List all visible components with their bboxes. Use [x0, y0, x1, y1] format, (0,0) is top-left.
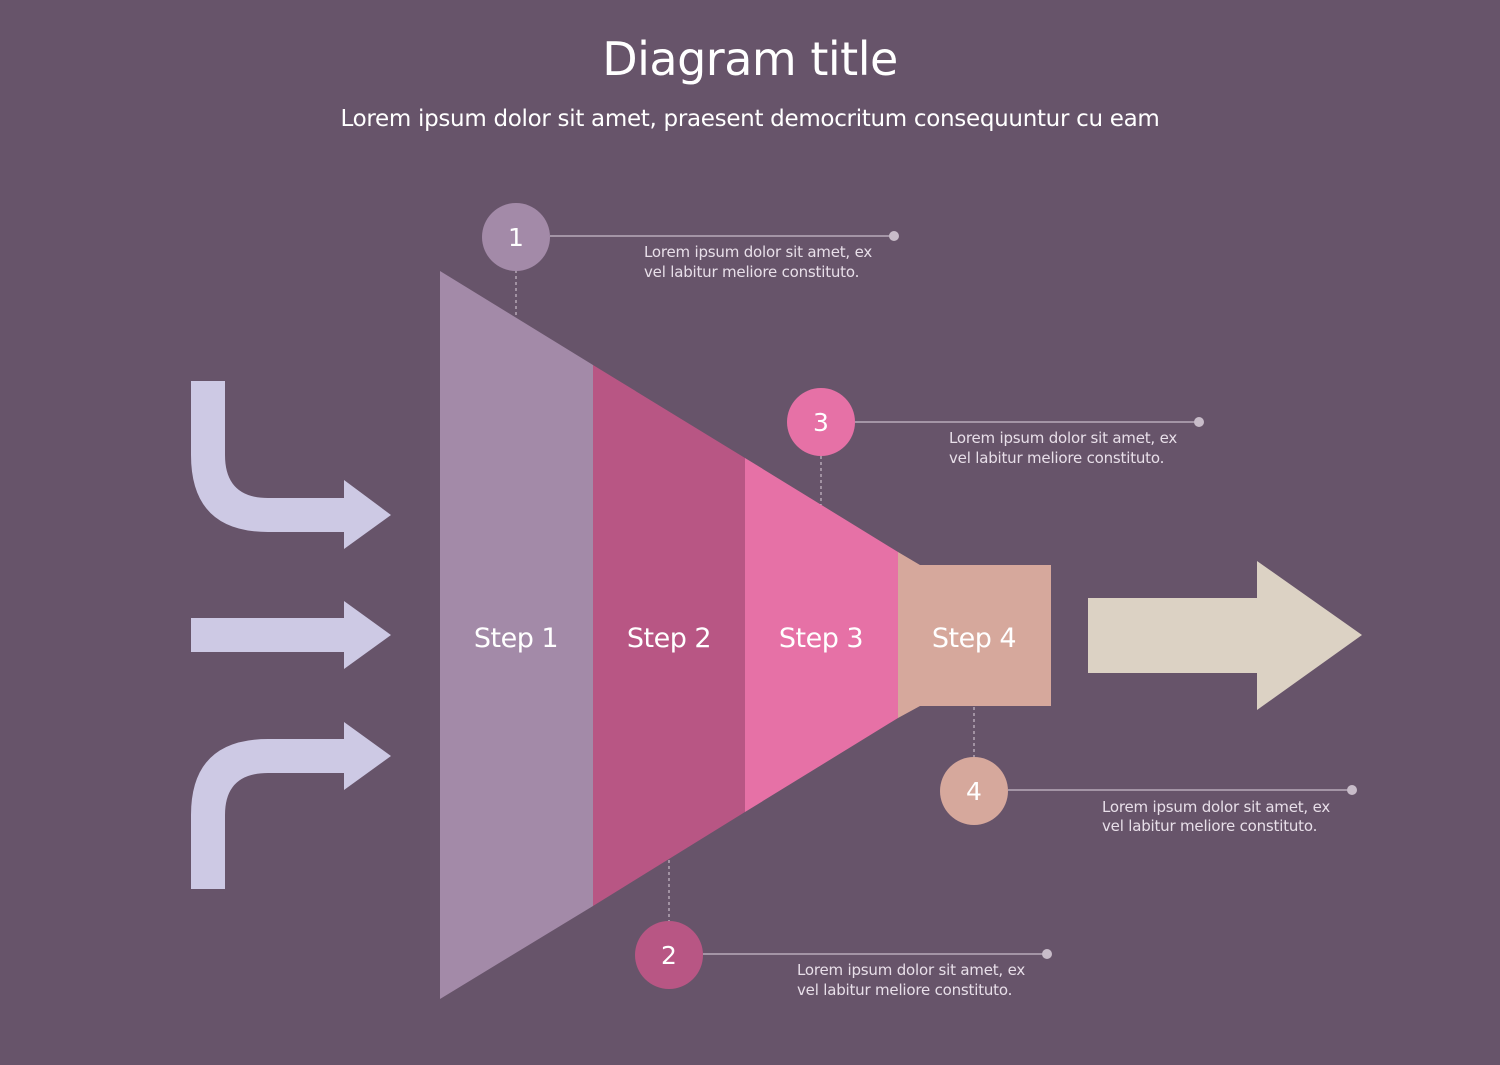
callout-description-line: vel labitur meliore constituto. [797, 981, 1012, 999]
funnel [440, 271, 1051, 999]
callout-end-dot [1194, 417, 1204, 427]
callout-3: 3 Lorem ipsum dolor sit amet, ex vel lab… [787, 388, 1204, 505]
funnel-step-3 [745, 458, 898, 812]
step-label: Step 2 [627, 623, 711, 654]
callout-description-line: vel labitur meliore constituto. [949, 449, 1164, 467]
callout-4: 4 Lorem ipsum dolor sit amet, ex vel lab… [940, 707, 1357, 835]
callout-1: 1 Lorem ipsum dolor sit amet, ex vel lab… [482, 203, 899, 318]
funnel-step-2 [593, 365, 745, 906]
funnel-step-1 [440, 271, 593, 999]
callout-description-line: Lorem ipsum dolor sit amet, ex [797, 961, 1025, 979]
callout-end-dot [1042, 949, 1052, 959]
callout-description-line: vel labitur meliore constituto. [1102, 817, 1317, 835]
input-arrows [191, 381, 391, 889]
callout-end-dot [1347, 785, 1357, 795]
callout-description-line: vel labitur meliore constituto. [644, 263, 859, 281]
step-label: Step 3 [779, 623, 863, 654]
callout-number-badge [787, 388, 855, 456]
callout-number-badge [635, 921, 703, 989]
callout-description-line: Lorem ipsum dolor sit amet, ex [644, 243, 872, 261]
callout-number-badge [940, 757, 1008, 825]
callout-number: 2 [661, 941, 677, 970]
callout-end-dot [889, 231, 899, 241]
callout-description-line: Lorem ipsum dolor sit amet, ex [1102, 798, 1330, 816]
output-arrow-icon [1088, 561, 1362, 710]
straight-input-arrow-icon [191, 601, 391, 669]
callout-description-line: Lorem ipsum dolor sit amet, ex [949, 429, 1177, 447]
funnel-step-4 [898, 552, 1051, 718]
callout-number: 4 [966, 777, 982, 806]
callout-number: 1 [508, 223, 524, 252]
step-label: Step 1 [474, 623, 558, 654]
diagram-title: Diagram title [602, 32, 898, 86]
callout-2: 2 Lorem ipsum dolor sit amet, ex vel lab… [635, 860, 1052, 999]
callout-number-badge [482, 203, 550, 271]
step-label: Step 4 [932, 623, 1016, 654]
callout-number: 3 [813, 408, 829, 437]
curved-input-arrow-icon [191, 722, 391, 889]
curved-input-arrow-icon [191, 381, 391, 549]
step-labels: Step 1 Step 2 Step 3 Step 4 [474, 623, 1017, 654]
diagram-subtitle: Lorem ipsum dolor sit amet, praesent dem… [340, 106, 1160, 132]
